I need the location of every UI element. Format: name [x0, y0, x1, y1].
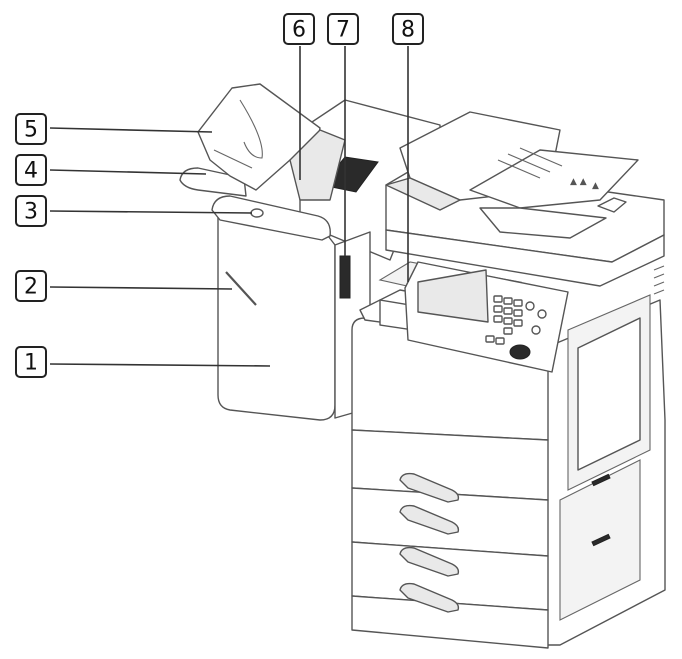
scanner-unit: ▲ ▲ ▲	[385, 111, 665, 287]
callout-2: 2	[15, 270, 47, 302]
cassette-handles	[399, 472, 460, 613]
finisher-release-button	[250, 208, 264, 218]
svg-text:6: 6	[292, 18, 306, 43]
side-latch-lower	[591, 533, 611, 547]
control-panel-button-a	[525, 301, 535, 311]
control-panel-keypad	[485, 295, 523, 345]
finisher-tray-edge	[213, 149, 253, 169]
callout-1: 1	[15, 346, 47, 378]
callout-4: 4	[15, 154, 47, 186]
adf-front-lip	[385, 177, 461, 211]
leader-1	[49, 363, 271, 367]
control-panel-button-b	[537, 309, 547, 319]
control-panel-start-button	[509, 344, 531, 360]
svg-text:4: 4	[24, 159, 38, 184]
callout-boxes: 1 2 3 4 5 6 7 8	[15, 13, 424, 378]
callout-3: 3	[15, 195, 47, 227]
side-vent	[653, 265, 665, 295]
finisher-upper-ledge	[211, 195, 331, 241]
callout-6: 6	[283, 13, 315, 45]
finisher-unit	[179, 83, 441, 421]
adf-output-tray	[479, 207, 607, 239]
scanner-side-handle	[597, 197, 627, 213]
callout-8: 8	[392, 13, 424, 45]
callout-5: 5	[15, 113, 47, 145]
svg-text:▲ ▲: ▲ ▲	[570, 177, 587, 187]
finisher-top-cover	[289, 129, 346, 201]
leader-4	[49, 169, 207, 175]
paper-cassette-4	[351, 595, 549, 649]
finisher-tray-arm	[225, 271, 257, 306]
callout-7: 7	[327, 13, 359, 45]
finisher-tray-curve	[239, 99, 263, 159]
adf-input-tray	[469, 149, 639, 209]
svg-text:▲: ▲	[592, 181, 599, 191]
svg-text:1: 1	[24, 351, 38, 376]
adf-markings: ▲ ▲ ▲	[497, 147, 599, 191]
control-panel-button-c	[531, 325, 541, 335]
svg-text:3: 3	[24, 200, 38, 225]
svg-text:2: 2	[24, 275, 38, 300]
svg-text:8: 8	[401, 18, 415, 43]
svg-text:5: 5	[24, 118, 38, 143]
side-latch-upper	[591, 473, 611, 487]
control-panel	[404, 261, 569, 373]
leader-5	[49, 127, 213, 133]
control-panel-screen	[417, 269, 489, 323]
leader-2	[49, 286, 233, 290]
leader-lines	[49, 46, 409, 367]
leader-3	[49, 210, 253, 214]
svg-text:7: 7	[336, 18, 350, 43]
scanner-base-strip	[385, 229, 665, 287]
printer-side-door-inner	[577, 317, 641, 471]
finisher-side-handle	[339, 255, 351, 299]
